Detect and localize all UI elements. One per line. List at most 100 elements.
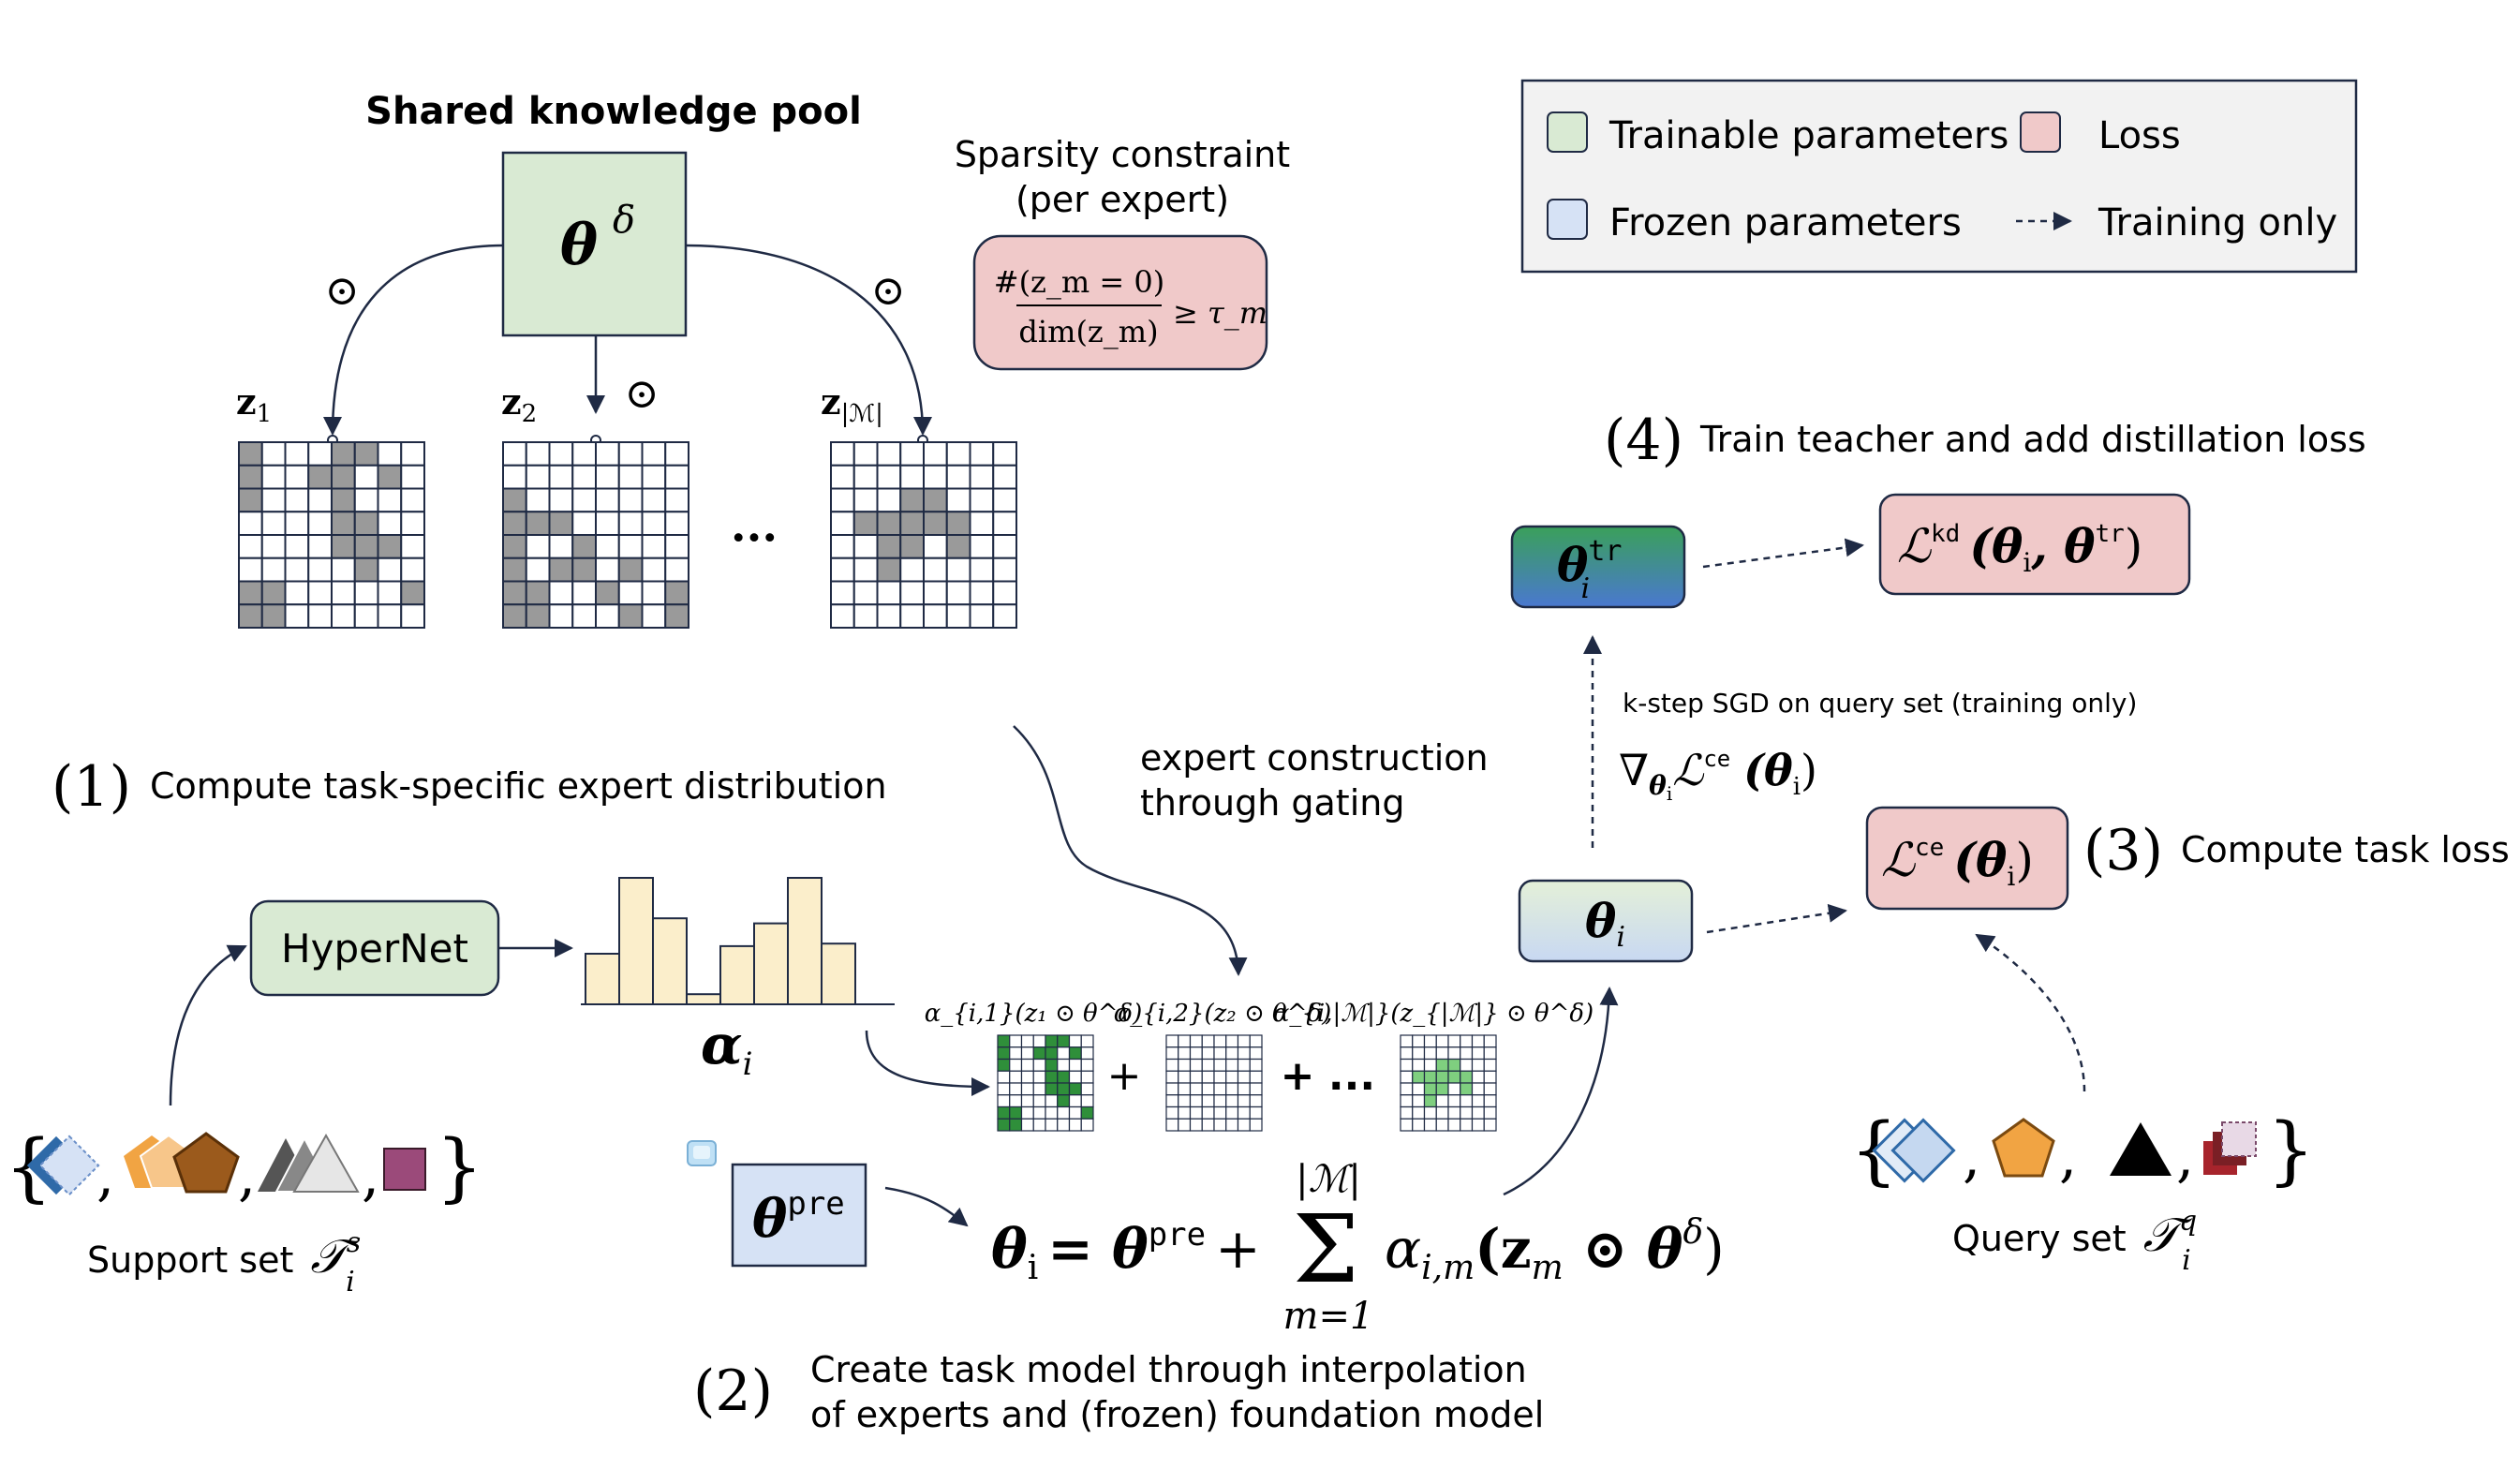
gated2-cell bbox=[1201, 1046, 1215, 1061]
gated1-cell bbox=[1080, 1046, 1094, 1061]
mask2-cell bbox=[525, 580, 551, 606]
mask2-cell bbox=[502, 580, 527, 606]
mask1-cell bbox=[353, 580, 379, 606]
mask-label-2: z2 bbox=[501, 380, 537, 428]
mask1-cell bbox=[284, 556, 310, 583]
gated3-cell bbox=[1460, 1058, 1474, 1072]
gated1-cell bbox=[1009, 1118, 1023, 1132]
mask3-cell bbox=[945, 511, 971, 536]
gated1-cell bbox=[1045, 1058, 1059, 1072]
gated2-cell bbox=[1249, 1034, 1263, 1048]
theta-pre-to-formula-arrow bbox=[884, 1186, 969, 1227]
mask1-cell bbox=[377, 487, 403, 513]
sparsity-numerator: #(z_m = 0) bbox=[994, 264, 1165, 300]
mask3-cell bbox=[852, 511, 879, 536]
svg-text:,: , bbox=[1963, 1124, 1980, 1190]
mask1-cell bbox=[353, 534, 379, 559]
histogram-bar bbox=[787, 877, 823, 1005]
mask1-cell bbox=[260, 487, 287, 513]
mask1-cell bbox=[260, 441, 287, 467]
gated3-cell bbox=[1483, 1070, 1497, 1084]
mask2-cell bbox=[548, 603, 574, 629]
gated2-cell bbox=[1178, 1058, 1192, 1072]
gated3-cell bbox=[1435, 1058, 1449, 1072]
mask2-cell bbox=[502, 511, 527, 536]
mask3-cell bbox=[923, 556, 948, 583]
mask1-cell bbox=[353, 511, 379, 536]
gated3-cell bbox=[1483, 1082, 1497, 1096]
mask-grid-3 bbox=[830, 441, 1017, 629]
mask3-cell bbox=[969, 487, 995, 513]
mask1-cell bbox=[400, 580, 425, 606]
gated2-cell bbox=[1213, 1094, 1227, 1108]
gated3-cell bbox=[1460, 1082, 1474, 1096]
gated2-cell bbox=[1178, 1046, 1192, 1061]
sparsity-denominator: dim(z_m) bbox=[1018, 314, 1158, 349]
gated1-cell bbox=[1032, 1070, 1046, 1084]
gated3-cell bbox=[1423, 1046, 1437, 1061]
mask2-cell bbox=[502, 534, 527, 559]
gated-label-1: α_{i,1}(z₁ ⊙ θ^δ) bbox=[925, 1000, 1143, 1028]
pool-title: Shared knowledge pool bbox=[365, 90, 862, 133]
mask2-cell bbox=[502, 464, 527, 490]
support-shape-triangles bbox=[258, 1133, 360, 1193]
gated2-cell bbox=[1201, 1058, 1215, 1072]
expert-construction-line1: expert construction bbox=[1140, 737, 1489, 779]
step4-label: Train teacher and add distillation loss bbox=[1699, 419, 2366, 460]
mask1-cell bbox=[353, 603, 379, 629]
gated3-cell bbox=[1460, 1070, 1474, 1084]
legend-frozen-swatch bbox=[1547, 199, 1588, 240]
gated-plus-1: + bbox=[1107, 1052, 1142, 1100]
gated2-cell bbox=[1213, 1058, 1227, 1072]
mask3-cell bbox=[923, 534, 948, 559]
mask-label-3: z|ℳ| bbox=[821, 380, 883, 428]
gated1-cell bbox=[997, 1118, 1011, 1132]
gated1-cell bbox=[1009, 1105, 1023, 1120]
mask1-cell bbox=[284, 441, 310, 467]
gated1-cell bbox=[1045, 1070, 1059, 1084]
mask1-cell bbox=[238, 441, 263, 467]
mask3-cell bbox=[899, 487, 925, 513]
mask3-cell bbox=[923, 580, 948, 606]
mask-grid-2 bbox=[502, 441, 689, 629]
gated3-cell bbox=[1412, 1118, 1426, 1132]
gated2-cell bbox=[1225, 1070, 1239, 1084]
gated3-cell bbox=[1435, 1118, 1449, 1132]
mask2-cell bbox=[548, 441, 574, 467]
query-to-loss-arrow bbox=[1975, 933, 2086, 1092]
query-shape-diamonds bbox=[1872, 1118, 1956, 1183]
gated1-cell bbox=[1020, 1058, 1034, 1072]
gated2-cell bbox=[1249, 1094, 1263, 1108]
mask3-cell bbox=[852, 487, 879, 513]
query-brace-close: } bbox=[2267, 1106, 2315, 1194]
gated1-cell bbox=[1080, 1094, 1094, 1108]
gated2-cell bbox=[1237, 1082, 1251, 1096]
mask2-cell bbox=[664, 464, 689, 490]
mask2-cell bbox=[617, 603, 644, 629]
gated2-cell bbox=[1189, 1070, 1203, 1084]
mask2-cell bbox=[617, 441, 644, 467]
mask2-cell bbox=[548, 580, 574, 606]
mask3-cell bbox=[992, 511, 1017, 536]
pool-arrow-3 bbox=[685, 244, 932, 436]
mask2-cell bbox=[641, 511, 667, 536]
support-set: { , , , } bbox=[5, 1123, 483, 1210]
mask1-cell bbox=[238, 580, 263, 606]
gated2-cell bbox=[1189, 1034, 1203, 1048]
gated3-cell bbox=[1460, 1118, 1474, 1132]
mask3-cell bbox=[876, 556, 902, 583]
mask3-cell bbox=[852, 580, 879, 606]
mask1-cell bbox=[377, 441, 403, 467]
legend-training-label: Training only bbox=[2098, 201, 2337, 245]
gated3-cell bbox=[1412, 1105, 1426, 1120]
gated1-cell bbox=[1080, 1034, 1094, 1048]
mask2-cell bbox=[641, 464, 667, 490]
mask1-cell bbox=[284, 580, 310, 606]
gated2-cell bbox=[1237, 1094, 1251, 1108]
gated2-cell bbox=[1249, 1105, 1263, 1120]
mask3-cell bbox=[992, 487, 1017, 513]
legend-loss-swatch bbox=[2020, 111, 2061, 153]
gated2-cell bbox=[1189, 1118, 1203, 1132]
gated3-cell bbox=[1435, 1046, 1449, 1061]
